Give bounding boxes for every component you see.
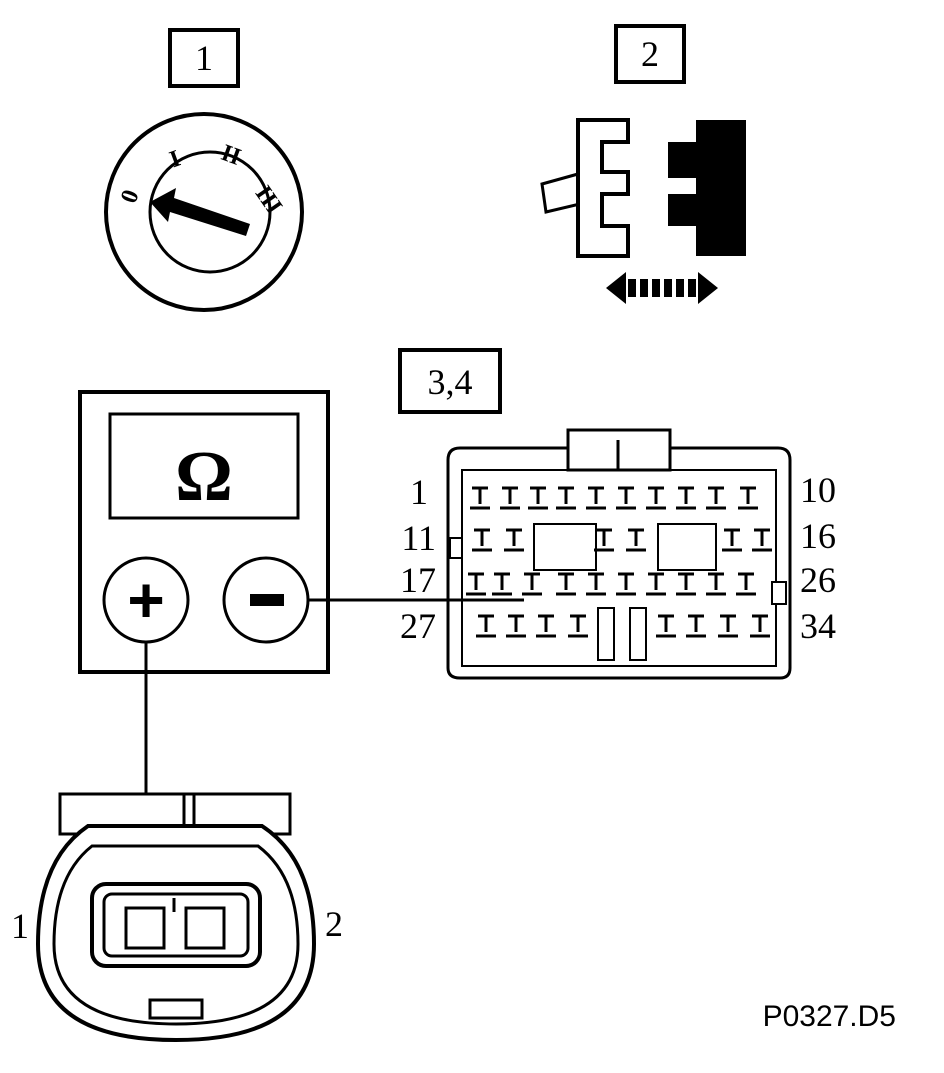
sensor-pin-1 — [124, 906, 166, 950]
sensor-pin-label-1: 1 — [11, 906, 29, 946]
ecu-pin-16 — [752, 528, 772, 552]
ecu-pin-18 — [492, 572, 512, 596]
ecu-pin-22 — [616, 572, 636, 596]
ecu-pin-31 — [656, 614, 676, 638]
ecu-pin-29 — [536, 614, 556, 638]
ecu-pin-24 — [676, 572, 696, 596]
ecu-pin-5 — [586, 486, 606, 510]
ecu-pin-21 — [586, 572, 606, 596]
ecu-pin-25 — [706, 572, 726, 596]
sensor-pin-2 — [184, 906, 226, 950]
step-34-label: 3,4 — [428, 362, 473, 402]
pin-label-34: 34 — [800, 606, 836, 646]
step-1-label: 1 — [195, 38, 213, 78]
ecu-connector — [446, 428, 792, 680]
ohm-symbol: Ω — [175, 436, 233, 516]
ohmmeter: Ω + — [78, 390, 330, 674]
sensor-connector — [35, 792, 317, 1043]
connector-disconnect-icon — [540, 118, 746, 304]
plus-icon: + — [127, 564, 164, 636]
ecu-pin-26 — [736, 572, 756, 596]
ecu-pin-1 — [470, 486, 490, 510]
ecu-pin-28 — [506, 614, 526, 638]
ignition-switch-icon: 0 I II III — [104, 112, 304, 312]
ecu-pin-12 — [504, 528, 524, 552]
ecu-pin-15 — [722, 528, 742, 552]
ecu-pin-17 — [466, 572, 486, 596]
ecu-pin-14 — [626, 528, 646, 552]
step-2-label: 2 — [641, 34, 659, 74]
pin-label-11: 11 — [401, 518, 436, 558]
step-1-box: 1 — [168, 28, 240, 88]
ecu-pin-8 — [676, 486, 696, 510]
ecu-pin-6 — [616, 486, 636, 510]
step-34-box: 3,4 — [398, 348, 502, 414]
ecu-pin-23 — [646, 572, 666, 596]
ecu-pin-3 — [528, 486, 548, 510]
ecu-pin-19 — [522, 572, 542, 596]
pin-label-17: 17 — [400, 560, 436, 600]
pin-label-1: 1 — [410, 472, 428, 512]
ecu-pin-2 — [500, 486, 520, 510]
ecu-pin-13 — [594, 528, 614, 552]
ecu-pin-32 — [686, 614, 706, 638]
minus-icon — [250, 594, 284, 606]
sensor-pin-label-2: 2 — [325, 904, 343, 944]
ecu-pin-9 — [706, 486, 726, 510]
pin-label-27: 27 — [400, 606, 436, 646]
ecu-pin-4 — [556, 486, 576, 510]
pin-label-16: 16 — [800, 516, 836, 556]
ecu-pin-10 — [738, 486, 758, 510]
ecu-pin-34 — [750, 614, 770, 638]
ecu-pin-grid — [466, 486, 772, 638]
ecu-pin-20 — [556, 572, 576, 596]
pin-label-10: 10 — [800, 470, 836, 510]
ecu-pin-11 — [472, 528, 492, 552]
pin-label-26: 26 — [800, 560, 836, 600]
ecu-pin-30 — [568, 614, 588, 638]
step-2-box: 2 — [614, 24, 686, 84]
ecu-pin-33 — [718, 614, 738, 638]
ecu-pin-27 — [476, 614, 496, 638]
ecu-pin-7 — [646, 486, 666, 510]
ohmmeter-display — [108, 412, 300, 520]
figure-code: P0327.D5 — [763, 1000, 896, 1033]
